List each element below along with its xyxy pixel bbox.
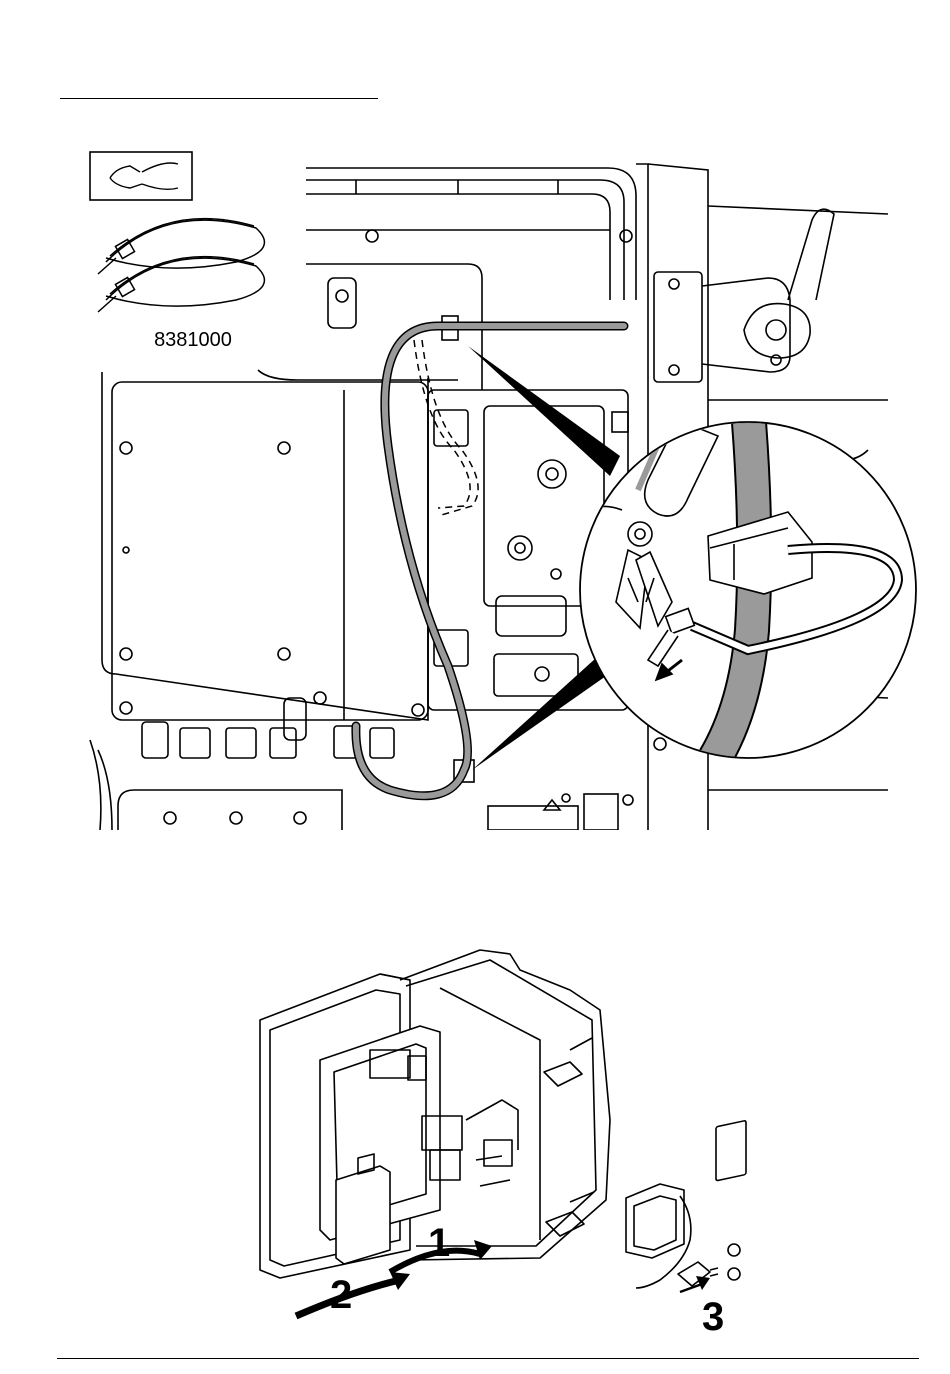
side-cutter-icon — [110, 163, 178, 189]
cable-tie-icon — [98, 219, 264, 312]
callout-wedge-top — [468, 346, 620, 476]
close-door-and-connect-power-illustration: 1 2 3 — [240, 940, 760, 1340]
bottom-rule — [57, 1358, 919, 1359]
callout-wedge-bottom — [472, 658, 606, 770]
step-3-label: 3 — [702, 1295, 724, 1339]
cable-tie-removal-illustration: 8381000 — [88, 150, 918, 830]
step-1-label: 1 — [428, 1221, 450, 1265]
part-number-label: 8381000 — [154, 329, 232, 351]
top-rule — [60, 98, 378, 99]
side-cutter-box — [90, 152, 192, 200]
step-2-label: 2 — [330, 1273, 352, 1317]
detail-magnifier — [580, 410, 916, 810]
